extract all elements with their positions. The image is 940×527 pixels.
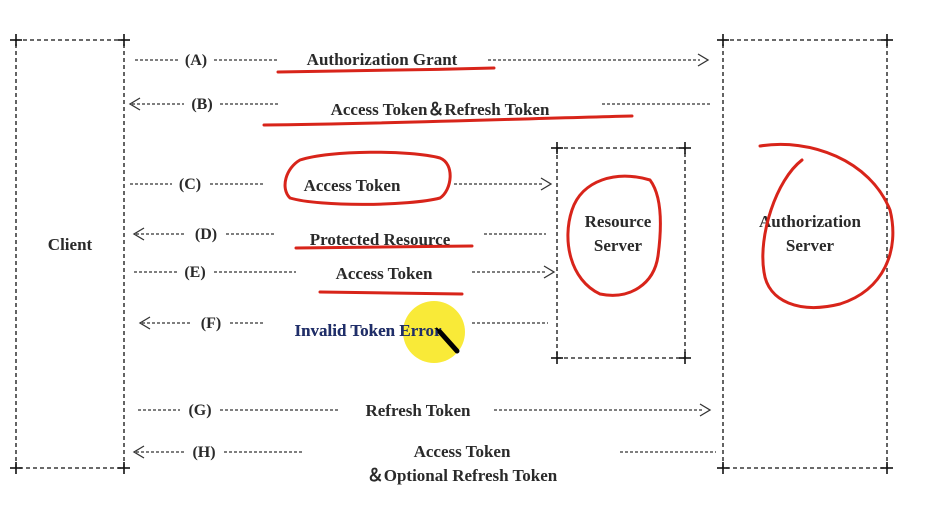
flow-g: (G) Refresh Token [138,401,712,420]
authorization-server-label-line1: Authorization [759,212,862,231]
flow-c-label: Access Token [304,176,401,195]
authorization-server-box: Authorization Server [717,34,893,474]
flow-b-label: Access Token＆Refresh Token [331,100,550,119]
circle-authorization-server [758,142,895,309]
flow-h-label: Access Token [414,442,511,461]
cursor-highlight: Invalid Token Error [294,301,465,363]
flow-b: (B) Access Token＆Refresh Token [128,96,712,119]
flow-e-label: Access Token [336,264,433,283]
flow-c: (C) Access Token [130,176,553,195]
underline-access-refresh-token [262,114,634,127]
flow-f-label-highlighted: Invalid Token Error [294,321,442,340]
pen-cursor-icon [435,327,460,354]
flow-b-arrowhead [128,97,141,111]
flow-c-arrowhead [540,177,553,191]
flow-h-label-line2: ＆Optional Refresh Token [367,466,558,485]
flow-b-step: (B) [191,96,212,113]
flow-g-label: Refresh Token [365,401,471,420]
client-label: Client [48,235,93,254]
flow-a-step: (A) [185,52,207,69]
flow-d-step: (D) [195,226,217,243]
flow-a: (A) Authorization Grant [135,50,710,69]
underline-authorization-grant [276,66,496,74]
flow-d-arrowhead [132,227,145,241]
flow-f-arrowhead [138,316,151,330]
flow-g-step: (G) [188,402,211,419]
flow-e: (E) Access Token [134,264,556,283]
resource-server-label-line1: Resource [585,212,652,231]
flow-f-step: (F) [201,315,221,332]
flow-h-step: (H) [192,444,215,461]
flow-h-arrowhead [132,445,145,459]
underline-access-token-e [318,290,464,296]
resource-server-box: Resource Server [551,142,691,364]
flow-a-label: Authorization Grant [307,50,458,69]
flow-h: (H) Access Token ＆Optional Refresh Token [132,442,716,485]
flow-e-step: (E) [184,264,205,281]
authorization-server-label-line2: Server [786,236,835,255]
underline-protected-resource [294,244,474,250]
flow-a-arrowhead [697,53,710,67]
flow-g-arrowhead [699,403,712,417]
client-box: Client [10,34,130,474]
flow-e-arrowhead [543,265,556,279]
flow-c-step: (C) [179,176,201,193]
red-ink-annotations [262,66,895,309]
flow-d: (D) Protected Resource [132,226,546,249]
circle-access-token-c [283,150,452,206]
flow-d-label: Protected Resource [310,230,451,249]
circle-resource-server [566,174,662,297]
resource-server-label-line2: Server [594,236,643,255]
